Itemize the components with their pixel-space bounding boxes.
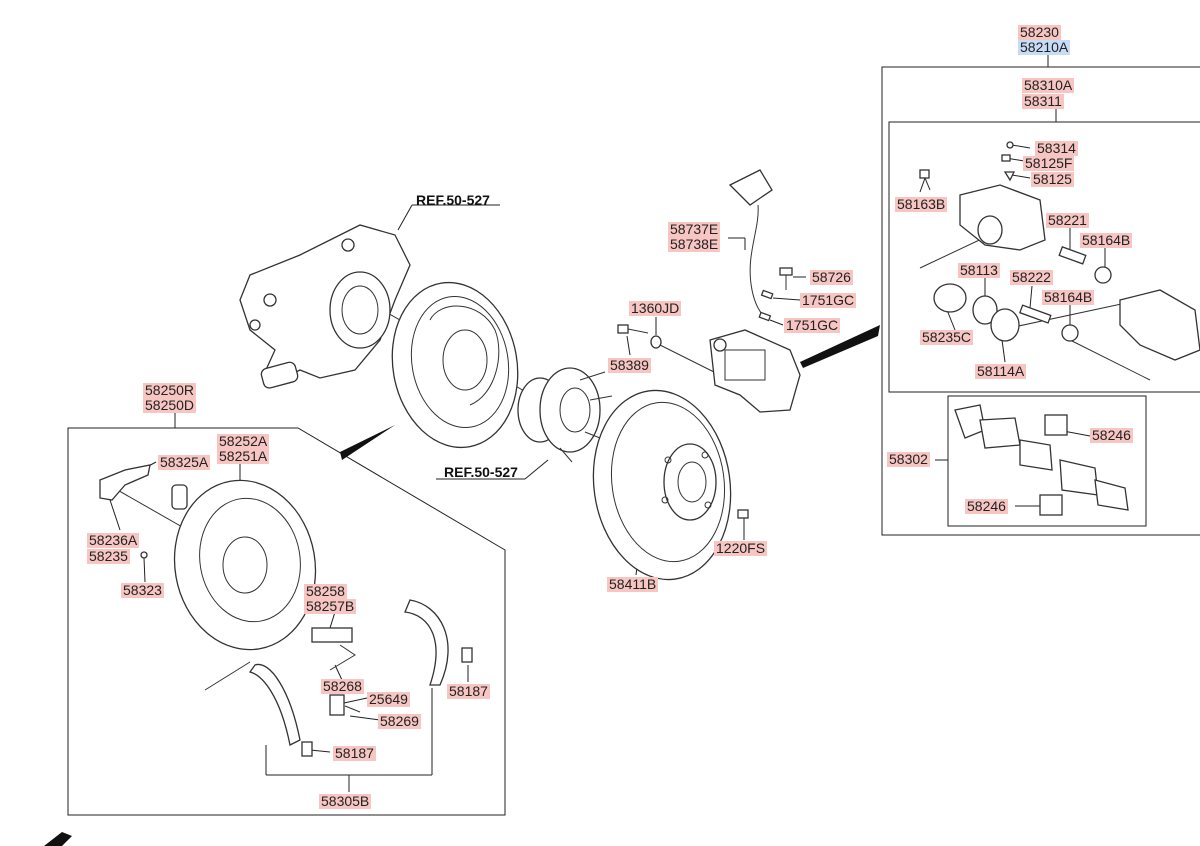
part-label-58251A[interactable]: 58251A [217, 448, 270, 464]
part-label-1360JD[interactable]: 1360JD [629, 300, 682, 316]
back-arrow-icon[interactable] [44, 832, 72, 846]
part-label-58250D[interactable]: 58250D [143, 397, 197, 413]
parking-brake-parts [99, 464, 473, 757]
brake-pads-part [954, 404, 1129, 516]
hub-bearing-part [517, 367, 613, 463]
part-label-1751GC-a[interactable]: 1751GC [800, 292, 857, 308]
part-label-58164B-a[interactable]: 58164B [1080, 232, 1133, 248]
knuckle-part [239, 224, 411, 389]
part-label-58114A[interactable]: 58114A [975, 363, 1027, 379]
part-label-58726[interactable]: 58726 [810, 269, 853, 285]
part-label-58163B[interactable]: 58163B [895, 196, 948, 212]
part-label-58222[interactable]: 58222 [1010, 269, 1053, 285]
caliper-part [709, 329, 801, 413]
part-label-58311[interactable]: 58311 [1022, 93, 1064, 109]
part-label-58230[interactable]: 58230 [1018, 24, 1061, 40]
part-label-58235[interactable]: 58235 [87, 548, 130, 564]
part-label-58235C[interactable]: 58235C [920, 329, 974, 345]
parking-brake-box [67, 427, 506, 816]
part-label-58125F[interactable]: 58125F [1023, 155, 1075, 171]
pad-kit-box [947, 395, 1147, 527]
wedge-caliper [800, 325, 880, 368]
part-label-58221[interactable]: 58221 [1046, 212, 1089, 228]
part-label-58187-b[interactable]: 58187 [333, 745, 376, 761]
part-label-58389[interactable]: 58389 [608, 357, 651, 373]
part-label-58323[interactable]: 58323 [121, 582, 164, 598]
part-label-58268[interactable]: 58268 [321, 678, 364, 694]
part-label-58246-b[interactable]: 58246 [965, 498, 1008, 514]
part-label-58258[interactable]: 58258 [304, 583, 347, 599]
part-label-58236A[interactable]: 58236A [87, 532, 140, 548]
caliper-outer-box [881, 66, 1200, 536]
part-label-25649[interactable]: 25649 [367, 691, 410, 707]
part-label-58187-a[interactable]: 58187 [447, 683, 490, 699]
part-label-58164B-b[interactable]: 58164B [1042, 289, 1095, 305]
part-label-58302[interactable]: 58302 [887, 451, 930, 467]
brake-hose-part [728, 169, 793, 322]
caliper-inner-box [888, 121, 1200, 393]
part-label-58305B[interactable]: 58305B [319, 793, 372, 809]
part-label-58113[interactable]: 58113 [958, 262, 1000, 278]
dust-shield-part [391, 281, 519, 449]
ref-label-top[interactable]: REF.50-527 [416, 192, 490, 208]
part-label-58325A[interactable]: 58325A [158, 454, 211, 470]
wedge-hub [340, 425, 395, 460]
part-label-58210A[interactable]: 58210A [1018, 39, 1071, 55]
part-label-58246-a[interactable]: 58246 [1090, 427, 1133, 443]
part-label-1751GC-b[interactable]: 1751GC [784, 317, 841, 333]
part-label-58269[interactable]: 58269 [378, 713, 421, 729]
part-label-58738E[interactable]: 58738E [668, 236, 721, 252]
part-label-58125[interactable]: 58125 [1031, 171, 1074, 187]
part-label-58252A[interactable]: 58252A [217, 433, 270, 449]
part-label-58411B[interactable]: 58411B [607, 576, 659, 592]
part-label-58257B[interactable]: 58257B [304, 598, 357, 614]
part-label-58737E[interactable]: 58737E [668, 221, 721, 237]
part-label-1220FS[interactable]: 1220FS [714, 540, 768, 556]
caliper-internal-parts [933, 141, 1200, 361]
brake-disc-part [592, 389, 732, 581]
ref-label-mid[interactable]: REF.50-527 [444, 464, 518, 480]
part-label-58250R[interactable]: 58250R [143, 382, 197, 398]
bolts [617, 169, 931, 519]
part-label-58310A[interactable]: 58310A [1022, 77, 1075, 93]
part-label-58314[interactable]: 58314 [1035, 140, 1078, 156]
